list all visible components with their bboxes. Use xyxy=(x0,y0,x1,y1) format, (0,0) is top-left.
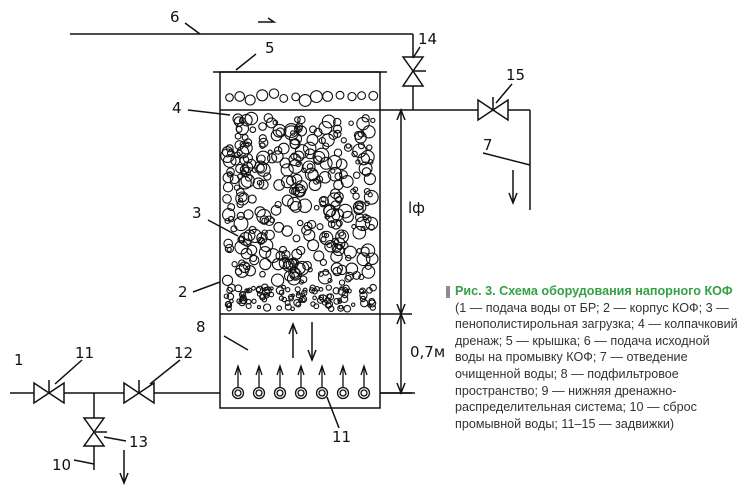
label-13: 13 xyxy=(129,433,148,451)
label-2: 2 xyxy=(178,283,188,301)
caption-marker xyxy=(446,286,450,298)
valve-11[interactable] xyxy=(33,380,65,405)
label-3: 3 xyxy=(192,204,202,222)
label-10: 10 xyxy=(52,456,71,474)
figure-caption: Рис. 3. Схема оборудования напорного КОФ… xyxy=(446,283,741,432)
label-7: 7 xyxy=(483,136,493,154)
label-5: 5 xyxy=(265,39,275,57)
caption-title: Рис. 3. Схема оборудования напорного КОФ xyxy=(455,284,733,298)
label-11-bottom: 11 xyxy=(332,428,351,446)
label-14: 14 xyxy=(418,30,437,48)
lower-drainage-system xyxy=(231,363,371,400)
label-8: 8 xyxy=(196,318,206,336)
label-lf: lф xyxy=(408,199,425,217)
label-12: 12 xyxy=(174,344,193,362)
valve-12[interactable] xyxy=(123,380,155,405)
label-15: 15 xyxy=(506,66,525,84)
label-07m: 0,7м xyxy=(410,343,445,361)
valve-13[interactable] xyxy=(82,417,107,447)
valve-15[interactable] xyxy=(477,97,509,122)
caption-body: (1 — подача воды от БР; 2 — корпус КОФ; … xyxy=(455,300,738,431)
label-11-left: 11 xyxy=(75,344,94,362)
label-4: 4 xyxy=(172,99,182,117)
valve-14[interactable] xyxy=(401,56,426,87)
label-1: 1 xyxy=(14,351,24,369)
polystyrene-loading xyxy=(220,88,379,313)
label-6: 6 xyxy=(170,8,180,26)
